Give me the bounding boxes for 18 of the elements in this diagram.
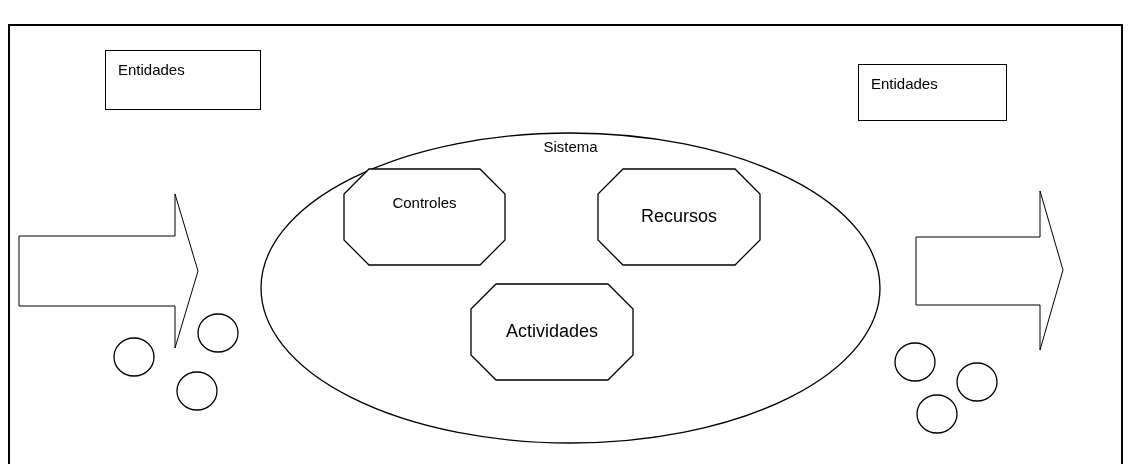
entity-circle — [113, 337, 155, 377]
node-label: Controles — [392, 194, 457, 211]
system-ellipse — [260, 132, 881, 444]
node-label: Recursos — [641, 206, 717, 228]
octagon-shape — [343, 168, 506, 266]
entity-box — [105, 50, 261, 110]
entity-box — [858, 64, 1007, 121]
entity-circle — [197, 313, 239, 353]
node-label: Entidades — [118, 61, 185, 78]
node-label: Actividades — [505, 321, 599, 343]
octagon-shape — [597, 168, 761, 266]
node-label: Entidades — [871, 75, 938, 92]
entity-circle — [894, 342, 936, 382]
octagon-shape — [470, 283, 634, 381]
entity-circle — [916, 394, 958, 434]
entity-circle — [956, 362, 998, 402]
group-title: Sistema — [543, 138, 598, 155]
entity-circle — [176, 371, 218, 411]
